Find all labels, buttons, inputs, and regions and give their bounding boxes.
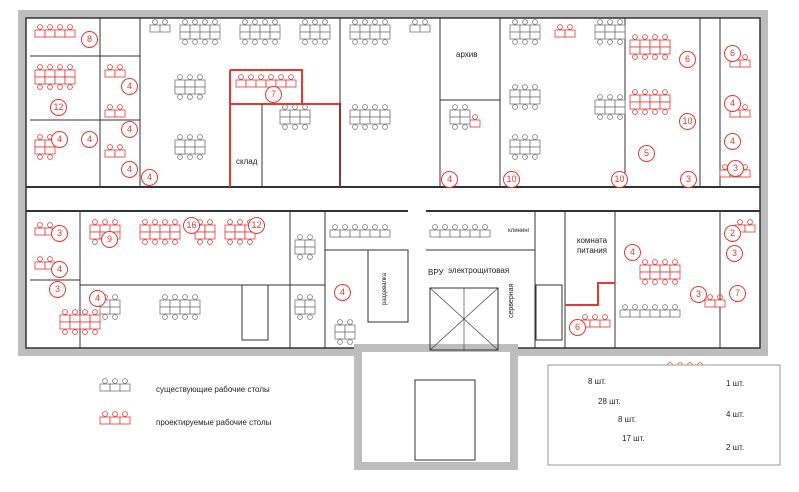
desk-group [34,256,56,270]
legend-count: 17 шт. [622,434,645,443]
workplace-count-badge: 9 [101,231,118,248]
workplace-count-badge: 4 [724,133,741,150]
legend-count: 8 шт. [618,415,637,424]
workplace-count-badge: 8 [81,31,98,48]
desk-group [294,234,316,260]
legend-count: 1 шт. [726,379,745,388]
desk-group [299,19,331,45]
workplace-count-badge: 4 [51,131,68,148]
workplace-count-badge: 6 [679,51,696,68]
desk-group [99,378,131,392]
workplace-count-badge: 3 [727,160,744,177]
desk-group [174,74,206,100]
desk-group [34,24,76,38]
desk-group [509,134,541,160]
workplace-count-badge: 4 [121,121,138,138]
desk-group [409,19,431,33]
workplace-count-badge: 12 [248,217,265,234]
workplace-count-badge: 4 [81,131,98,148]
desk-group [429,224,491,238]
workplace-count-badge: 4 [441,171,458,188]
workplace-count-badge: 3 [690,286,707,303]
desk-group [34,64,76,90]
desk-group [99,411,131,425]
workplace-count-badge: 4 [141,169,158,186]
desk-group [104,64,126,78]
workplace-count-badge: 3 [726,245,743,262]
desk-group [639,259,681,285]
room-label-vru: ВРУ [428,268,444,277]
walls [18,10,768,470]
legend-box [547,364,781,466]
desk-group [294,294,316,320]
desk-group [329,224,391,238]
desk-group [139,219,181,245]
desk-group [104,104,126,118]
workplace-count-badge: 4 [724,95,741,112]
desk-group [104,144,126,158]
workplace-count-badge: 10 [611,171,628,188]
room-label-dining: комната питания [576,236,608,255]
room-label-locker: раздевалка [382,272,388,305]
workplace-count-badge: 5 [638,145,655,162]
workplace-count-badge: 3 [49,281,66,298]
desk-group [594,94,626,120]
desk-group [619,304,681,318]
legend-count: 8 шт. [588,377,607,386]
legend-planned-label: проектируемые рабочие столы [156,418,272,427]
desk-group [629,89,671,115]
desk-group [449,104,471,130]
legend-count: 2 шт. [726,443,745,452]
desk-group [279,104,311,130]
room-label-electrical: электрощитовая [448,266,510,275]
room-label-archive: архив [456,50,478,59]
desk-group [149,19,171,33]
workplace-count-badge: 3 [51,225,68,242]
workplace-count-badge: 16 [183,217,200,234]
workplace-count-badge: 4 [121,161,138,178]
desk-group [509,84,541,110]
workplace-count-badge: 7 [265,86,282,103]
workplace-count-badge: 10 [503,171,520,188]
desk-group [509,19,541,45]
desk-group [194,219,216,245]
desk-group [239,19,281,45]
desk-group [99,294,121,320]
desk-group [59,309,101,335]
workplace-count-badge: 6 [569,319,586,336]
legend-count: 28 шт. [598,397,621,406]
desk-group [159,294,201,320]
workplace-count-badge: 4 [51,261,68,278]
desk-group [704,294,726,308]
workplace-count-badge: 3 [680,171,697,188]
workplace-count-badge: 12 [50,99,67,116]
workplace-count-badge: 10 [679,113,696,130]
workplace-count-badge: 4 [334,284,351,301]
desk-group [554,24,576,38]
room-label-server: серверная [508,283,515,318]
desk-group [349,104,391,130]
workplace-count-badge: 6 [724,45,741,62]
workplace-count-badge: 4 [624,244,641,261]
room-label-cleaning: клининг [508,228,530,234]
desk-group [629,34,671,60]
legend-existing-label: существующие рабочие столы [156,385,270,394]
desk-group [235,74,297,88]
desk-group [349,19,391,45]
workplace-count-badge: 4 [89,290,106,307]
desk-group [469,114,481,128]
desk-group [174,134,206,160]
workplace-count-badge: 7 [729,285,746,302]
workplace-count-badge: 2 [724,225,741,242]
desk-group [334,319,356,345]
workplace-count-badge: 4 [121,78,138,95]
desk-group [179,19,221,45]
room-label-storage: склад [236,157,258,166]
legend-count: 4 шт. [726,410,745,419]
desk-group [594,19,626,45]
